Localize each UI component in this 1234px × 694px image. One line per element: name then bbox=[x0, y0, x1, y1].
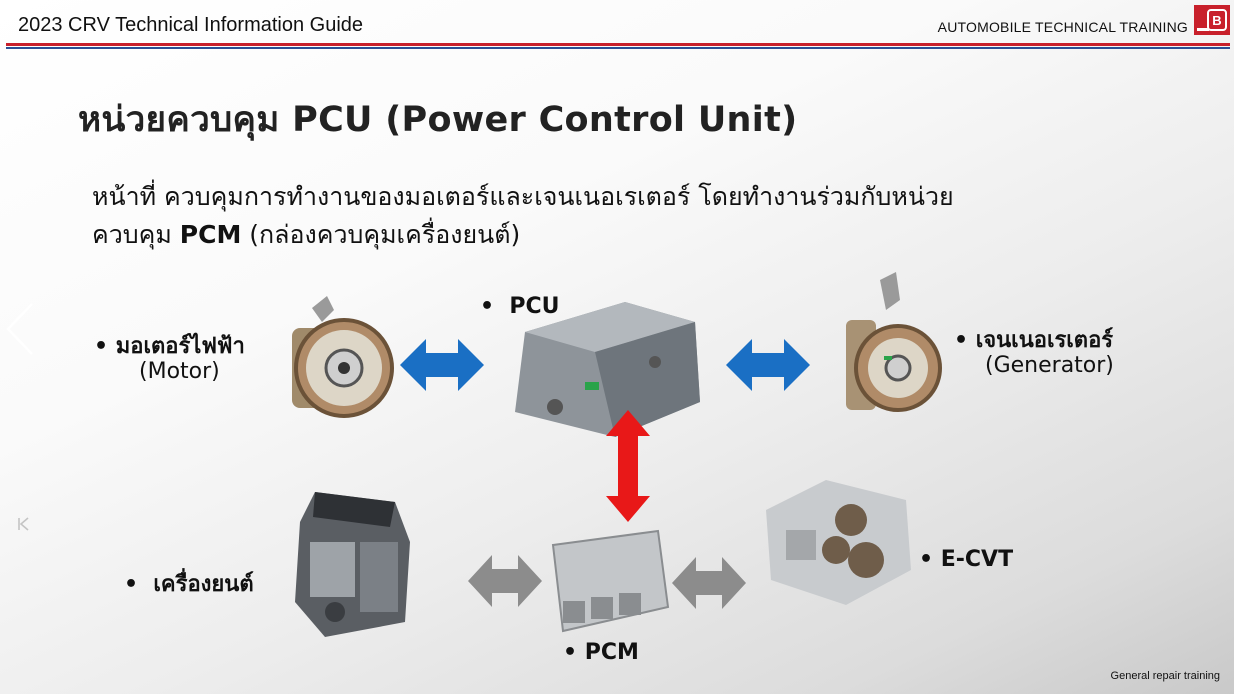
bidirectional-arrow-icon bbox=[672, 557, 746, 609]
description-text: (กล่องควบคุมเครื่องยนต์) bbox=[241, 220, 521, 249]
bidirectional-arrow-icon bbox=[400, 339, 484, 391]
ecvt-label-text: E-CVT bbox=[940, 547, 1014, 572]
bullet: • bbox=[480, 294, 495, 319]
engine-label-text: เครื่องยนต์ bbox=[153, 572, 254, 597]
engine-label: • เครื่องยนต์ bbox=[124, 566, 254, 601]
vertical-bidirectional-arrow-icon bbox=[606, 410, 650, 522]
generator-sublabel: (Generator) bbox=[985, 353, 1114, 378]
description-line-1: หน้าที่ ควบคุมการทำงานของมอเตอร์และเจนเน… bbox=[92, 182, 954, 211]
bullet: • bbox=[954, 328, 969, 353]
pcu-label: • PCU bbox=[480, 294, 560, 319]
pcm-label-text: PCM bbox=[584, 640, 639, 665]
motor-label-text: มอเตอร์ไฟฟ้า bbox=[115, 334, 245, 359]
bullet: • bbox=[94, 334, 109, 359]
pcm-image bbox=[551, 529, 670, 633]
ecvt-image bbox=[766, 480, 911, 605]
slide-description: หน้าที่ ควบคุมการทำงานของมอเตอร์และเจนเน… bbox=[92, 178, 954, 254]
motor-image bbox=[292, 296, 394, 418]
motor-sublabel: (Motor) bbox=[139, 359, 220, 384]
bullet: • bbox=[124, 572, 139, 597]
pcu-label-text: PCU bbox=[509, 294, 560, 319]
first-slide-icon[interactable] bbox=[16, 516, 32, 532]
brand-logo: B bbox=[1194, 5, 1230, 35]
header-divider-red bbox=[6, 43, 1230, 46]
generator-label: • เจนเนอเรเตอร์ bbox=[954, 322, 1113, 357]
description-line-2: ควบคุม PCM (กล่องควบคุมเครื่องยนต์) bbox=[92, 216, 954, 254]
footer-text: General repair training bbox=[1110, 670, 1220, 682]
header-divider-blue bbox=[6, 47, 1230, 49]
bidirectional-arrow-icon bbox=[726, 339, 810, 391]
description-text: ควบคุม bbox=[92, 220, 180, 249]
bidirectional-arrow-icon bbox=[468, 555, 542, 607]
slide-heading: หน่วยควบคุม PCU (Power Control Unit) bbox=[78, 100, 798, 140]
pcu-image bbox=[515, 302, 700, 437]
engine-image bbox=[295, 492, 410, 637]
generator-label-text: เจนเนอเรเตอร์ bbox=[975, 328, 1114, 353]
ecvt-label: • E-CVT bbox=[919, 547, 1013, 572]
generator-image bbox=[846, 272, 942, 412]
motor-label: • มอเตอร์ไฟฟ้า bbox=[94, 328, 245, 363]
bullet: • bbox=[919, 547, 934, 572]
pcm-emphasis: PCM bbox=[179, 220, 242, 249]
chevron-left-icon[interactable] bbox=[4, 300, 38, 358]
svg-text:B: B bbox=[1212, 13, 1221, 28]
pcm-label: • PCM bbox=[563, 640, 639, 665]
document-title: 2023 CRV Technical Information Guide bbox=[18, 14, 364, 36]
header-tagline: AUTOMOBILE TECHNICAL TRAINING bbox=[937, 19, 1188, 35]
bullet: • bbox=[563, 640, 578, 665]
